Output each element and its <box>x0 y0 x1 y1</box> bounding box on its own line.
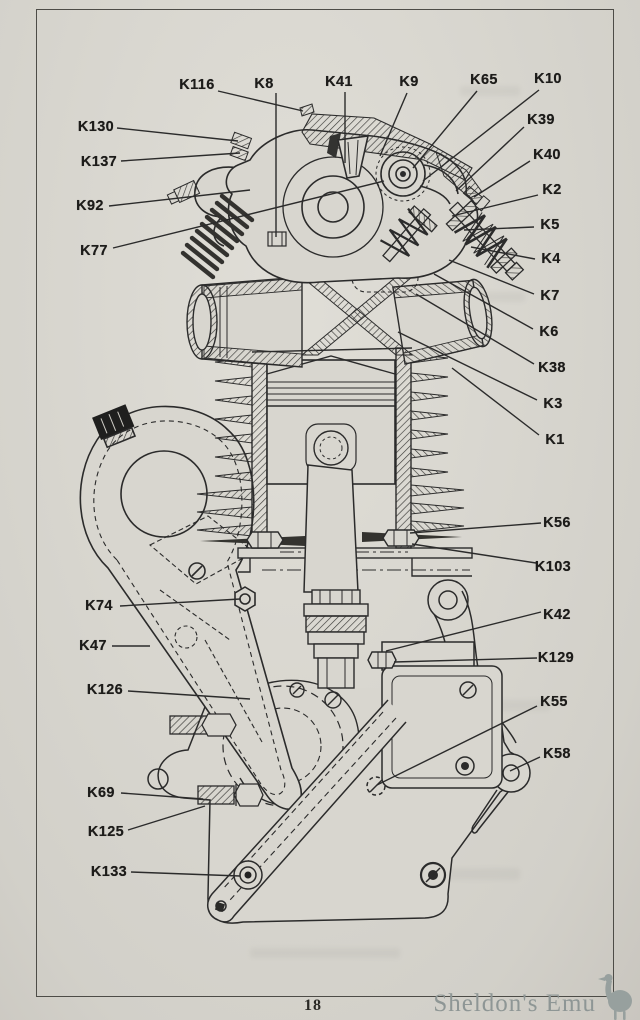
part-label-K133: K133 <box>90 864 128 880</box>
part-label-K2: K2 <box>542 182 562 198</box>
cooling-fins-left <box>196 357 253 537</box>
k40-stud <box>462 185 491 212</box>
leader-line-K1 <box>451 367 540 436</box>
leader-line-K7 <box>448 259 535 295</box>
leader-line-K38 <box>415 293 535 365</box>
leader-line-K69 <box>120 792 204 800</box>
part-label-K126: K126 <box>86 682 124 698</box>
crankcase-stud <box>367 651 397 669</box>
head-fins <box>180 193 255 280</box>
bleedthrough-smudge <box>455 292 525 302</box>
k74-nut <box>234 586 256 612</box>
part-label-K130: K130 <box>77 119 115 135</box>
leader-line-K65 <box>412 90 478 169</box>
inlet-port-right <box>392 278 493 365</box>
leader-line-K2 <box>451 194 539 217</box>
part-label-K38: K38 <box>538 360 566 376</box>
leader-line-K42 <box>385 611 542 652</box>
part-label-K41: K41 <box>325 74 353 90</box>
leader-line-K137 <box>120 152 241 162</box>
leader-line-K10 <box>422 89 540 182</box>
part-label-K77: K77 <box>80 243 108 259</box>
filler-cap <box>92 404 137 449</box>
collar-stack <box>303 589 369 689</box>
part-label-K55: K55 <box>540 694 568 710</box>
emu-icon <box>598 974 632 1020</box>
exhaust-port-left <box>186 276 303 368</box>
part-label-K9: K9 <box>399 74 419 90</box>
part-label-K47: K47 <box>79 638 107 654</box>
part-label-K7: K7 <box>540 288 560 304</box>
part-label-K10: K10 <box>534 71 562 87</box>
page-number: 18 <box>304 997 322 1014</box>
leader-line-K103 <box>411 543 537 564</box>
bleedthrough-smudge <box>250 948 400 958</box>
leader-line-K74 <box>119 598 241 607</box>
part-label-K8: K8 <box>254 76 274 92</box>
bleedthrough-smudge <box>460 86 520 96</box>
part-label-K1: K1 <box>545 432 565 448</box>
part-label-K3: K3 <box>543 396 563 412</box>
part-label-K129: K129 <box>537 650 575 666</box>
leader-line-K56 <box>409 522 542 534</box>
crankcase-block <box>381 641 503 789</box>
watermark-text: Sheldon's Emu <box>433 990 596 1017</box>
part-label-K116: K116 <box>179 77 215 93</box>
leader-line-K5 <box>463 226 535 231</box>
leader-line-K126 <box>127 690 251 700</box>
leader-line-K133 <box>130 871 241 877</box>
leader-line-K77 <box>112 180 385 249</box>
part-label-K74: K74 <box>85 598 113 614</box>
leader-lines <box>108 89 542 877</box>
part-label-K40: K40 <box>533 147 561 163</box>
piston <box>266 355 396 485</box>
part-label-K42: K42 <box>543 607 571 623</box>
leader-line-K116 <box>217 90 304 112</box>
part-label-K56: K56 <box>543 515 571 531</box>
bleedthrough-smudge <box>470 700 550 711</box>
part-label-K58: K58 <box>543 746 571 762</box>
cylinder-head-ports <box>186 245 493 368</box>
leader-line-K39 <box>455 126 525 192</box>
leader-line-K55 <box>376 705 538 786</box>
part-label-K103: K103 <box>534 559 572 575</box>
cover-bolts <box>169 713 264 807</box>
part-label-K125: K125 <box>87 824 125 840</box>
part-label-K92: K92 <box>76 198 104 214</box>
leader-line-K129 <box>393 657 538 663</box>
leader-line-K130 <box>116 127 239 142</box>
part-label-K65: K65 <box>470 72 498 88</box>
leader-line-K9 <box>379 92 408 157</box>
part-label-K6: K6 <box>539 324 559 340</box>
cylinder-base-bolts <box>246 529 420 549</box>
leader-line-K6 <box>433 273 534 330</box>
leader-line-K3 <box>397 331 538 401</box>
watermark: Sheldon's Emu <box>433 968 634 1020</box>
leader-line-K40 <box>473 160 531 198</box>
leader-line-K92 <box>108 189 251 207</box>
leader-line-K125 <box>127 805 206 831</box>
part-label-K69: K69 <box>87 785 115 801</box>
part-label-K4: K4 <box>541 251 561 267</box>
part-label-K137: K137 <box>80 154 118 170</box>
cylinder-assembly <box>196 347 473 689</box>
lever-arm <box>207 699 407 923</box>
bleedthrough-smudge <box>445 868 520 880</box>
part-label-K39: K39 <box>527 112 555 128</box>
leader-line-K58 <box>509 756 541 772</box>
part-label-K5: K5 <box>540 217 560 233</box>
leader-line-K4 <box>470 246 536 260</box>
